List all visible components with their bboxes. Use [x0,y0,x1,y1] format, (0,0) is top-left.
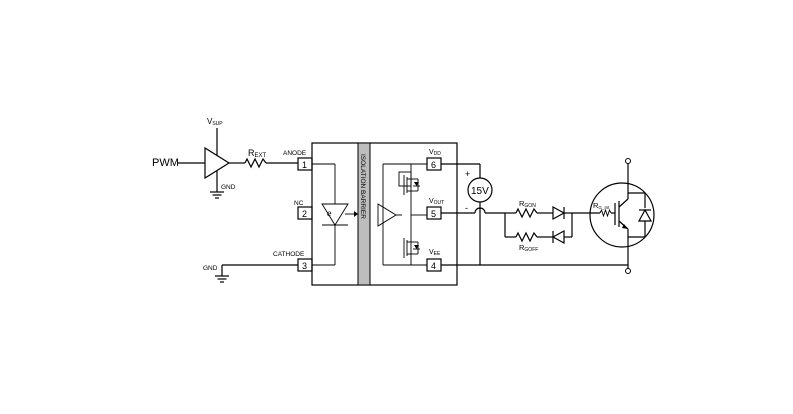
rgon-label: RGON [519,199,536,209]
rgoff-label: RGOFF [519,243,538,253]
anode-label: ANODE [283,150,307,157]
rext-resistor [244,157,267,169]
upper-mosfet [403,175,420,195]
supply-plus: + [465,169,470,179]
svg-text:1: 1 [302,160,307,170]
rgint-label: RG_Int [593,201,610,210]
freewheel-diode [637,208,653,222]
diode-off [551,229,565,245]
gnd-bottom-label: GND [203,265,218,272]
vsup-label: VSUP [207,117,223,127]
output-driver [377,203,397,227]
igbt-circle [589,182,655,248]
vdd-label: VDD [429,149,441,157]
svg-text:6: 6 [431,160,436,170]
led-diode [321,203,349,226]
collector-terminal [625,158,631,164]
nc-label: NC [294,200,304,207]
supply-label: 15V [471,186,489,197]
rext-label: REXT [248,148,267,159]
emitter-terminal [625,268,631,274]
pin-2 [297,206,313,220]
svg-text:5: 5 [431,209,436,219]
svg-text:3: 3 [302,261,307,271]
cathode-label: CATHODE [273,251,305,258]
photo-symbol: e [327,209,332,218]
vout-label: VOUT [429,198,444,206]
svg-text:2: 2 [302,209,307,219]
supply-minus: - [465,203,468,213]
pwm-label: PWM [152,157,179,169]
input-buffer [204,146,231,180]
isolation-barrier-label: ISOLATION BARRIER [359,154,366,219]
rgint-resistor [599,208,612,218]
vee-label: VEE [429,249,441,257]
rgoff-resistor [515,231,538,243]
diode-on [552,205,566,221]
lower-mosfet [403,238,420,258]
rgon-resistor [515,207,538,219]
svg-text:4: 4 [431,261,436,271]
gnd-top-label: GND [221,184,236,191]
